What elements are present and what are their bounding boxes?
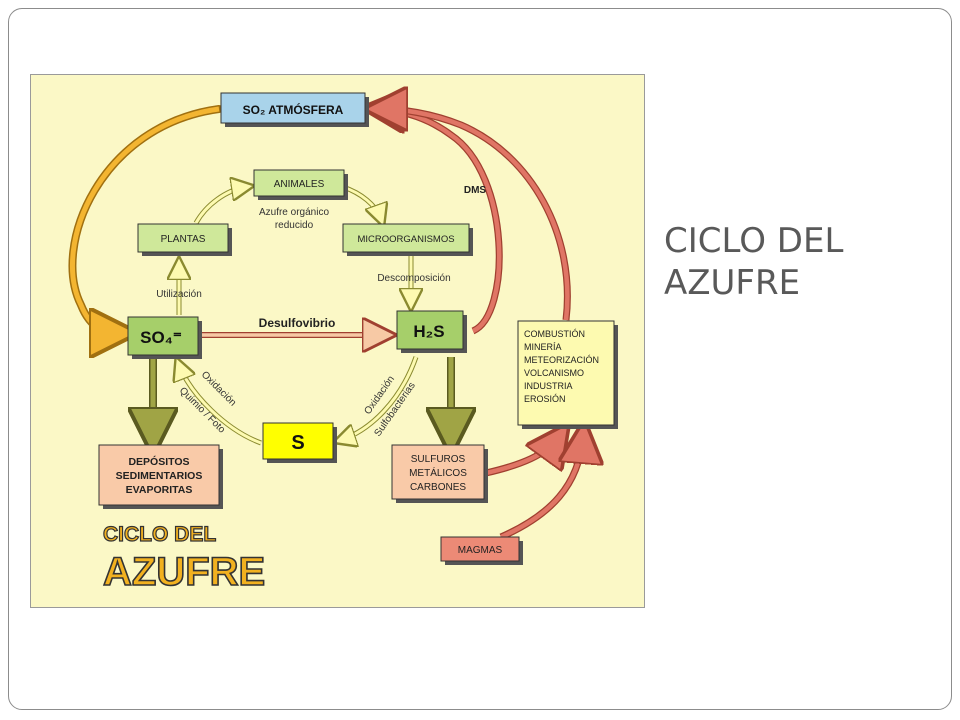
box-animales: ANIMALES bbox=[253, 169, 348, 200]
ciclo-azufre-logo: CICLO DEL AZUFRE bbox=[102, 522, 266, 594]
diagram-canvas: SO₂ ATMÓSFERA ANIMALES PLANTAS MICROORGA… bbox=[68, 75, 618, 595]
box-so2-atmosfera: SO₂ ATMÓSFERA bbox=[220, 92, 369, 127]
box-magmas: MAGMAS bbox=[440, 536, 523, 565]
box-microorganismos: MICROORGANISMOS bbox=[342, 223, 473, 256]
sulfuros-line-1: SULFUROS bbox=[411, 454, 466, 465]
azufre-organico-line-1: Azufre orgánico bbox=[259, 207, 329, 218]
depositos-line-1: DEPÓSITOS bbox=[128, 455, 189, 468]
so2-label: SO₂ ATMÓSFERA bbox=[243, 102, 344, 117]
sulfuros-line-2: METÁLICOS bbox=[409, 466, 467, 479]
arrow-h2s-to-so2 bbox=[378, 105, 503, 335]
s-label: S bbox=[291, 432, 304, 454]
sulfur-cycle-diagram: SO₂ ATMÓSFERA ANIMALES PLANTAS MICROORGA… bbox=[30, 74, 645, 608]
dms-label: DMS bbox=[464, 185, 487, 196]
slide-title-line-1: CICLO DEL bbox=[664, 221, 844, 261]
so4-label: SO₄⁼ bbox=[140, 328, 182, 347]
combustion-line-1: COMBUSTIÓN bbox=[524, 329, 585, 339]
combustion-line-3: METEORIZACIÓN bbox=[524, 355, 599, 365]
descomposicion-label: Descomposición bbox=[377, 273, 450, 284]
slide-title: CICLO DEL AZUFRE bbox=[664, 220, 924, 304]
sulfuros-line-3: CARBONES bbox=[410, 482, 466, 493]
magmas-label: MAGMAS bbox=[458, 545, 503, 556]
microorganismos-label: MICROORGANISMOS bbox=[357, 234, 454, 245]
combustion-line-2: MINERÍA bbox=[524, 342, 562, 352]
slide-title-line-2: AZUFRE bbox=[664, 263, 801, 303]
logo-line-1: CICLO DEL bbox=[103, 523, 216, 546]
box-h2s: H₂S bbox=[396, 310, 467, 353]
azufre-organico-line-2: reducido bbox=[275, 220, 314, 231]
desulfovibrio-label: Desulfovibrio bbox=[259, 316, 336, 330]
box-plantas: PLANTAS bbox=[137, 223, 232, 256]
logo-line-2: AZUFRE bbox=[103, 550, 265, 594]
utilizacion-label: Utilización bbox=[156, 289, 202, 300]
box-sulfuros: SULFUROS METÁLICOS CARBONES bbox=[391, 444, 488, 503]
depositos-line-2: SEDIMENTARIOS bbox=[116, 470, 203, 482]
box-so4: SO₄⁼ bbox=[127, 316, 202, 359]
box-depositos: DEPÓSITOS SEDIMENTARIOS EVAPORITAS bbox=[98, 444, 223, 509]
combustion-line-4: VOLCANISMO bbox=[524, 368, 584, 378]
h2s-label: H₂S bbox=[413, 322, 444, 341]
plantas-label: PLANTAS bbox=[161, 234, 206, 245]
arrow-plantas-to-animales bbox=[193, 184, 247, 225]
depositos-line-3: EVAPORITAS bbox=[126, 484, 193, 496]
combustion-line-5: INDUSTRIA bbox=[524, 381, 573, 391]
arrow-sulfuros-to-combustion bbox=[485, 434, 562, 477]
box-s: S bbox=[262, 422, 337, 463]
animales-label: ANIMALES bbox=[274, 179, 325, 190]
box-combustion: COMBUSTIÓN MINERÍA METEORIZACIÓN VOLCANI… bbox=[517, 320, 618, 429]
arrow-animales-to-micro bbox=[342, 184, 384, 220]
combustion-line-6: EROSIÓN bbox=[524, 394, 566, 404]
